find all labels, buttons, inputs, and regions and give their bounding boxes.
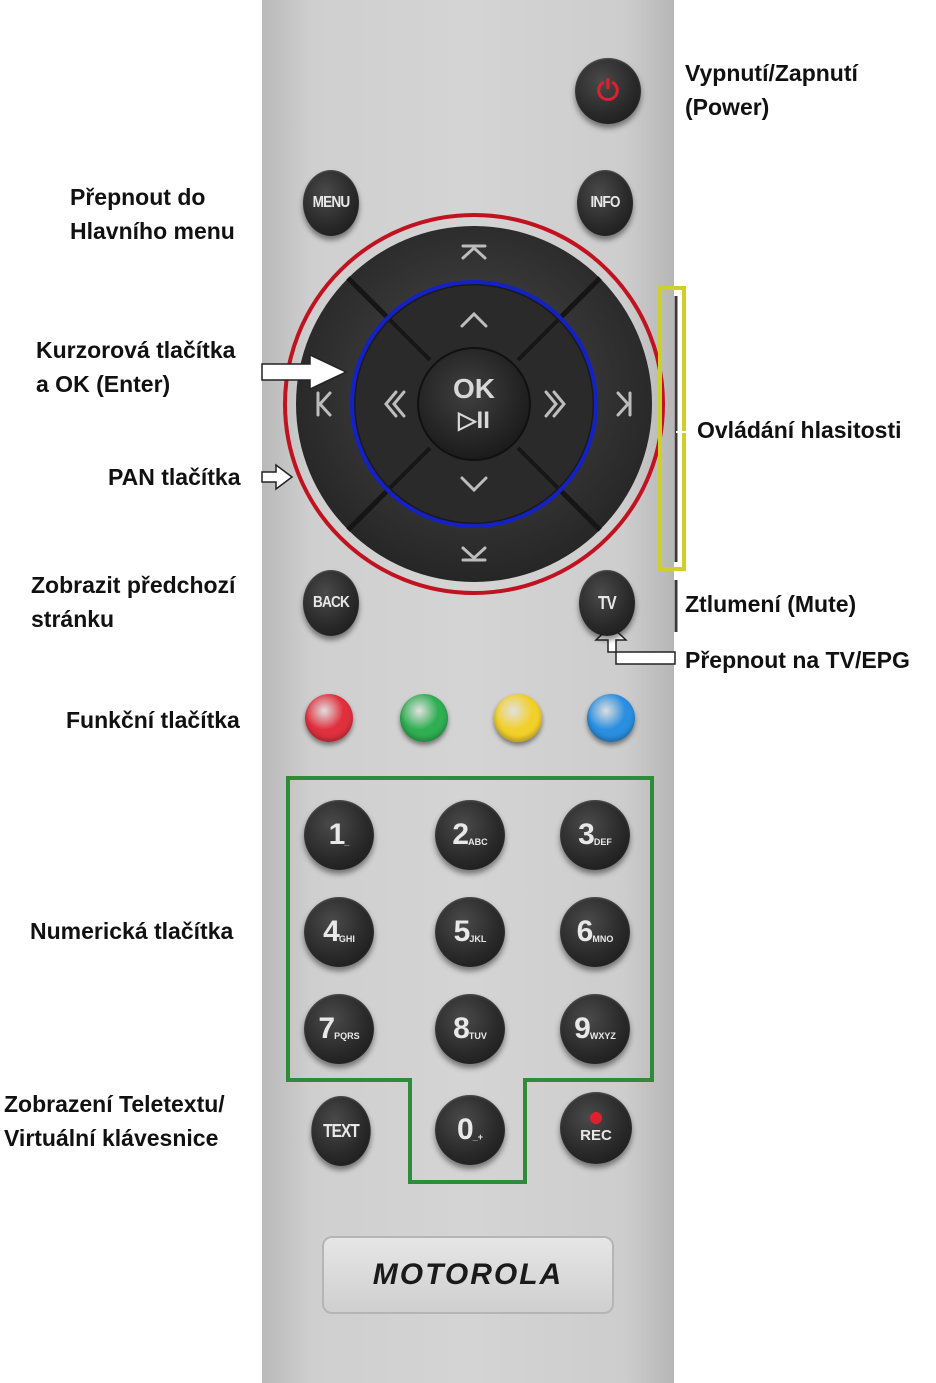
cursor-divider — [516, 318, 560, 362]
brand-plate: MOTOROLA — [322, 1236, 614, 1314]
key-digit: 4 — [323, 915, 340, 948]
tv-button-label: TV — [598, 592, 617, 613]
key-letters: ABC — [468, 837, 488, 847]
cursor-divider — [388, 446, 432, 490]
cursor-highlight-ring — [350, 280, 598, 528]
pan-arrow-icon — [261, 463, 294, 491]
key-digit: 5 — [453, 915, 471, 948]
key-letters: _+ — [472, 1132, 483, 1142]
power-icon: ⏻ — [596, 74, 620, 106]
pan-down-icon — [461, 546, 487, 562]
yellow-function-button[interactable] — [494, 694, 542, 742]
tv-epg-label: Přepnout na TV/EPG — [685, 647, 910, 673]
record-dot-icon — [590, 1112, 602, 1124]
menu-label: Přepnout do Hlavního menu — [70, 184, 235, 244]
fast-forward-icon — [544, 390, 566, 418]
key-0[interactable]: 0_+ — [435, 1095, 505, 1165]
pan-highlight-ring — [283, 213, 665, 595]
cursor-divider — [516, 446, 560, 490]
cursor-arrow-icon — [261, 353, 348, 391]
numeric-label: Numerická tlačítka — [30, 918, 234, 944]
key-digit: 0 — [457, 1113, 474, 1146]
key-letters: MNO — [592, 934, 614, 944]
brand-logo: MOTOROLA — [372, 1258, 564, 1291]
back-button[interactable]: BACK — [302, 570, 360, 636]
info-button-label: INFO — [590, 194, 620, 211]
pan-up-icon — [461, 244, 487, 260]
key-letters: GHI — [338, 934, 355, 944]
tv-button[interactable]: TV — [578, 570, 636, 636]
mute-label: Ztlumení (Mute) — [685, 591, 857, 617]
pan-left-icon — [316, 391, 332, 417]
function-label: Funkční tlačítka — [66, 707, 240, 733]
key-digit: 2 — [452, 818, 469, 851]
cursor-label: Kurzorová tlačítka a OK (Enter) — [36, 337, 236, 397]
pan-right-icon — [616, 391, 632, 417]
key-digit: 6 — [576, 915, 594, 948]
key-digit: 8 — [453, 1012, 470, 1045]
key-digit: 1 — [328, 818, 346, 851]
teletext-label: Zobrazení Teletextu/ Virtuální klávesnic… — [4, 1091, 225, 1151]
power-button[interactable]: ⏻ — [575, 58, 641, 124]
text-button[interactable]: TEXT — [311, 1096, 371, 1166]
key-digit: 9 — [574, 1012, 591, 1045]
power-label: Vypnutí/Zapnutí (Power) — [685, 60, 858, 120]
green-function-button[interactable] — [400, 694, 448, 742]
back-button-label: BACK — [313, 594, 350, 611]
ok-text: OK — [453, 373, 495, 404]
cursor-up-icon — [460, 311, 488, 328]
volume-highlight-box — [658, 286, 686, 571]
text-button-label: TEXT — [323, 1120, 360, 1141]
key-letters: _ — [344, 837, 350, 847]
key-letters: TUV — [468, 1031, 487, 1041]
blue-function-button[interactable] — [587, 694, 635, 742]
key-letters: JKL — [469, 934, 487, 944]
play-pause-icon: ▷II — [457, 407, 490, 434]
cursor-divider — [388, 318, 432, 362]
cursor-down-icon — [460, 476, 488, 493]
pan-label: PAN tlačítka — [108, 464, 241, 490]
menu-button[interactable]: MENU — [302, 170, 360, 236]
rec-button-label: REC — [580, 1127, 612, 1144]
ok-button[interactable] — [417, 347, 531, 461]
info-button[interactable]: INFO — [576, 170, 634, 236]
key-digit: 7 — [318, 1012, 335, 1045]
rewind-icon — [384, 390, 406, 418]
key-digit: 3 — [578, 818, 595, 851]
back-label: Zobrazit předchozí stránku — [31, 572, 236, 632]
volume-label: Ovládání hlasitosti — [697, 417, 902, 443]
key-letters: WXYZ — [589, 1031, 616, 1041]
rec-button[interactable]: REC — [560, 1092, 632, 1164]
numeric-highlight-box — [286, 776, 654, 1184]
red-function-button[interactable] — [305, 694, 353, 742]
menu-button-label: MENU — [312, 194, 350, 211]
key-1[interactable]: 1_ — [304, 800, 374, 870]
key-letters: PQRS — [334, 1031, 360, 1041]
key-letters: DEF — [593, 837, 612, 847]
